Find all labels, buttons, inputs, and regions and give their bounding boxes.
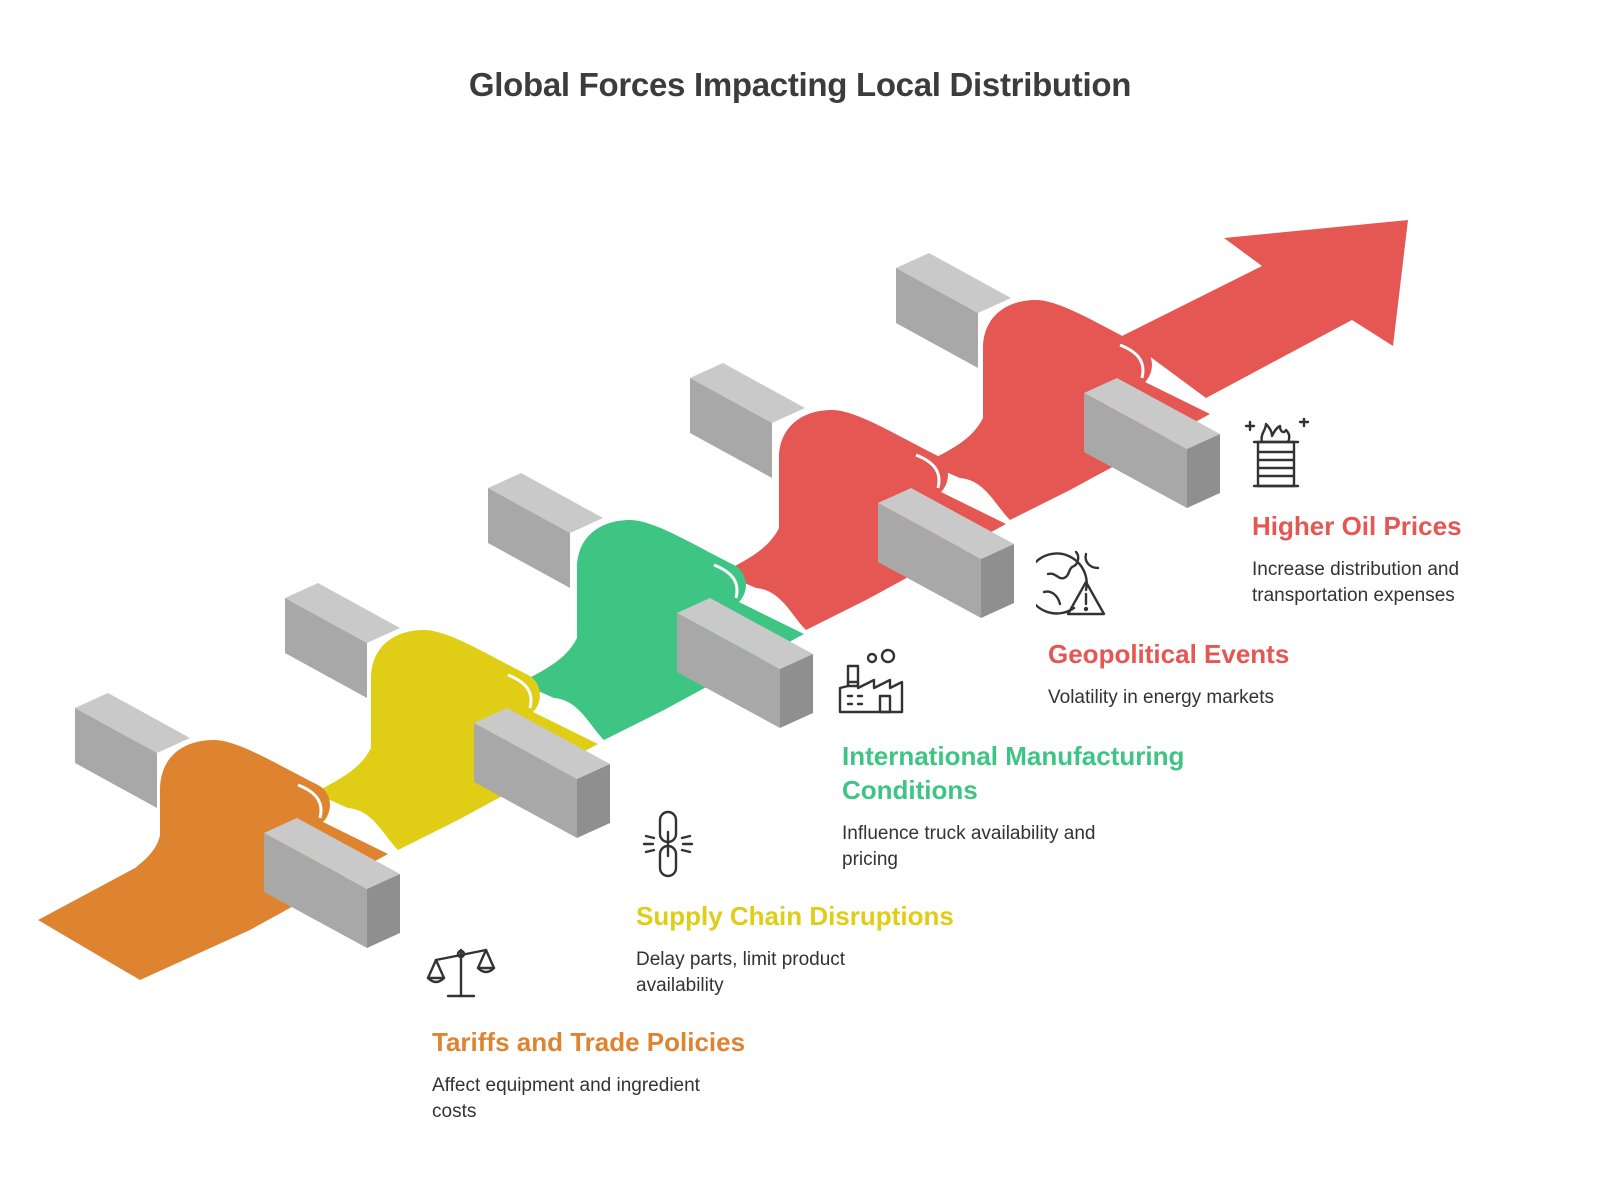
stage-title: International Manufacturing Conditions bbox=[842, 741, 1185, 805]
barrier-back-5 bbox=[896, 253, 1011, 368]
stage-title: Supply Chain Disruptions bbox=[636, 901, 954, 931]
broken-chain-icon bbox=[642, 810, 694, 878]
stage-description: Increase distribution and transportation… bbox=[1252, 559, 1460, 606]
barrier-back-2 bbox=[285, 583, 400, 698]
stage-geopolitical: Geopolitical Events Volatility in energy… bbox=[1048, 637, 1348, 711]
barrier-back-1 bbox=[75, 693, 190, 808]
stage-description: Influence truck availability and pricing bbox=[842, 823, 1096, 870]
barrier-back-4 bbox=[690, 363, 805, 478]
globe-warning-icon bbox=[1036, 550, 1106, 616]
stage-description: Delay parts, limit product availability bbox=[636, 949, 846, 996]
stage-description: Affect equipment and ingredient costs bbox=[432, 1075, 700, 1122]
factory-icon bbox=[838, 648, 904, 714]
burning-barrel-icon bbox=[1244, 418, 1310, 488]
ribbon-orange bbox=[38, 740, 388, 980]
page-title: Global Forces Impacting Local Distributi… bbox=[468, 66, 1132, 103]
ribbon-green bbox=[520, 520, 804, 740]
barrier-front-3 bbox=[677, 598, 813, 728]
ribbon-red-middle bbox=[722, 410, 1006, 630]
ribbon-yellow bbox=[314, 630, 598, 850]
stage-description: Volatility in energy markets bbox=[1048, 687, 1274, 708]
arrow-head bbox=[1122, 220, 1408, 398]
barrier-front-2 bbox=[474, 708, 610, 838]
stage-tariffs: Tariffs and Trade Policies Affect equipm… bbox=[432, 1025, 772, 1125]
barrier-back-3 bbox=[488, 473, 603, 588]
stage-title: Higher Oil Prices bbox=[1252, 511, 1462, 541]
stage-supply-chain: Supply Chain Disruptions Delay parts, li… bbox=[636, 899, 996, 999]
ribbon-red-top bbox=[925, 300, 1210, 520]
barrier-front-5 bbox=[1084, 378, 1220, 508]
stage-oil: Higher Oil Prices Increase distribution … bbox=[1252, 509, 1552, 609]
stage-manufacturing: International Manufacturing Conditions I… bbox=[842, 739, 1202, 873]
barrier-front-4 bbox=[878, 488, 1014, 618]
stage-title: Tariffs and Trade Policies bbox=[432, 1027, 746, 1057]
stage-title: Geopolitical Events bbox=[1048, 639, 1290, 669]
barrier-front-1 bbox=[264, 818, 400, 948]
balance-scale-icon bbox=[426, 948, 496, 998]
